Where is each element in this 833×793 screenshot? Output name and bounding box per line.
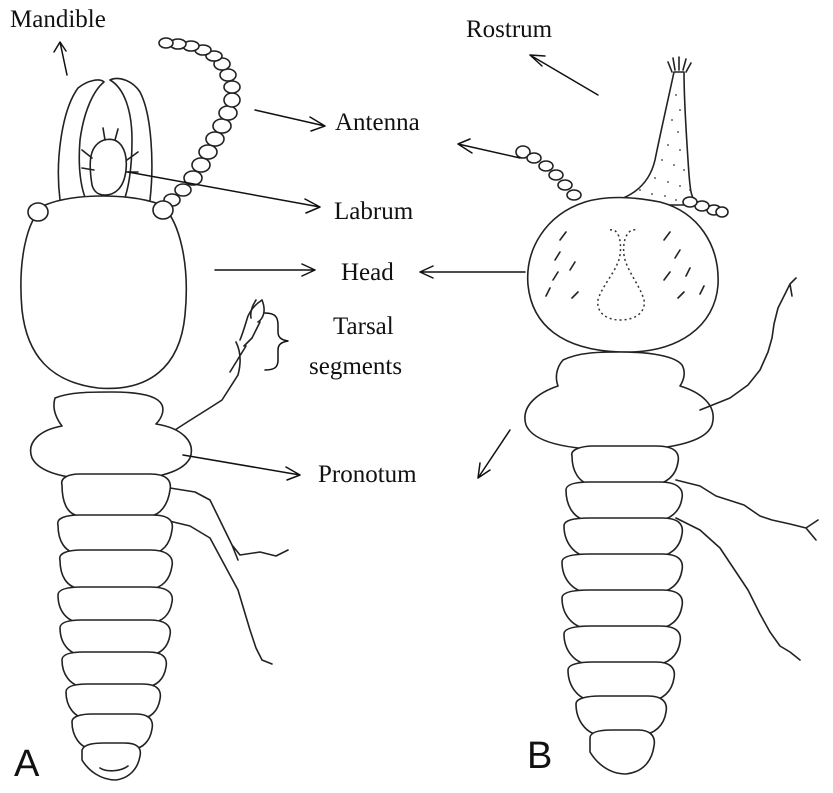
specimen-a-hindleg	[165, 520, 272, 664]
arrow-rostrum	[530, 55, 598, 95]
specimen-b-antenna-left	[516, 146, 581, 200]
arrow-antenna-a	[255, 110, 325, 131]
label-tarsal-line2: segments	[309, 353, 402, 380]
label-head: Head	[341, 259, 394, 286]
specimen-a-antennal-socket-right	[153, 201, 173, 219]
specimen-b-rostrum	[600, 72, 700, 205]
specimen-a-midleg	[170, 488, 288, 560]
arrow-head-a	[215, 264, 315, 276]
specimen-a-head	[21, 196, 186, 388]
specimen-b-abdomen	[562, 446, 682, 774]
arrow-pronotum-b	[478, 430, 510, 478]
arrow-mandible	[54, 42, 67, 75]
specimen-a-drawing	[21, 38, 288, 780]
specimen-a-antenna	[159, 38, 240, 206]
arrow-head-b	[420, 266, 525, 278]
label-pronotum: Pronotum	[318, 461, 417, 488]
label-rostrum: Rostrum	[466, 16, 553, 43]
bracket-tarsal-segments	[265, 313, 288, 370]
panel-label-b: B	[527, 735, 552, 777]
specimen-a-foreleg	[175, 300, 264, 430]
specimen-a-pronotum	[31, 392, 192, 480]
label-antenna: Antenna	[335, 109, 420, 136]
specimen-b-antenna-right	[683, 197, 728, 217]
specimen-b-pronotum	[525, 352, 713, 450]
specimen-a-abdomen	[58, 474, 173, 780]
label-tarsal-line1: Tarsal	[333, 313, 394, 340]
arrow-pronotum-a	[183, 455, 300, 480]
specimen-a-antennal-socket-left	[28, 203, 48, 221]
arrow-antenna-b	[458, 139, 520, 158]
label-mandible: Mandible	[10, 6, 106, 33]
specimen-b-drawing	[516, 57, 818, 774]
specimen-b-rostrum-tip-setae	[668, 57, 691, 72]
panel-label-a: A	[14, 743, 40, 785]
specimen-b-hindleg	[676, 518, 800, 660]
specimen-b-midleg	[676, 480, 818, 540]
specimen-a-labrum	[90, 139, 126, 195]
label-labrum: Labrum	[334, 198, 414, 225]
